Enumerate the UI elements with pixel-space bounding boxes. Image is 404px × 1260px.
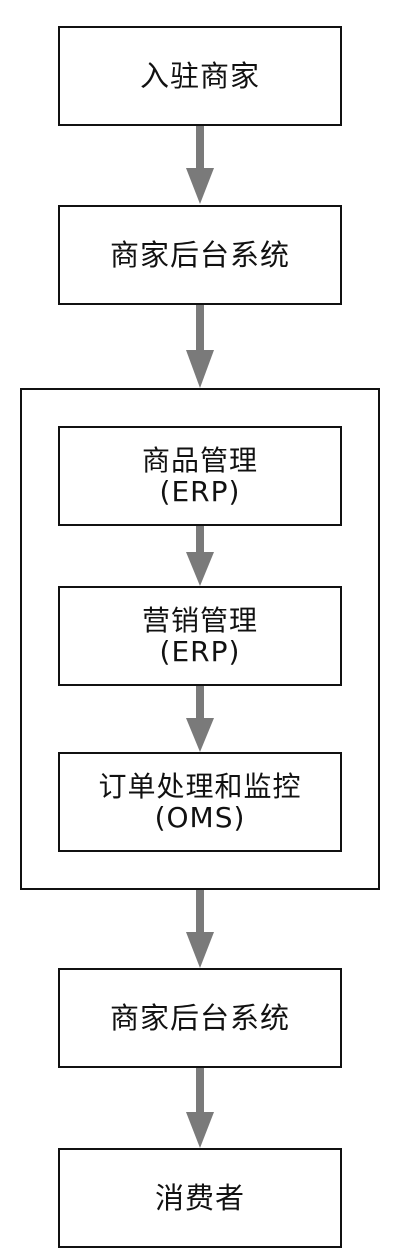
edge-arrow-backend-to-module-group [186,305,214,388]
edge-arrow-onboarding-to-backend [186,126,214,204]
edge-arrow-module-group-to-backend [186,890,214,968]
merchant-backend-bottom-label: 商家后台系统 [109,1000,290,1035]
order-processing-label: 订单处理和监控 [98,769,302,803]
marketing-management-sublabel: (ERP) [159,635,241,668]
backend-module-group [20,388,380,890]
order-processing-node: 订单处理和监控 (OMS) [58,752,342,852]
edge-arrow-product-to-marketing [186,526,214,586]
order-processing-sublabel: (OMS) [154,801,246,834]
product-management-sublabel: (ERP) [159,475,241,508]
edge-arrow-backend-to-consumer [186,1068,214,1148]
edge-arrow-marketing-to-order [186,686,214,752]
product-management-node: 商品管理 (ERP) [58,426,342,526]
product-management-label: 商品管理 [141,443,258,477]
merchant-backend-top-node: 商家后台系统 [58,205,342,305]
consumer-node: 消费者 [58,1148,342,1248]
merchant-onboarding-label: 入驻商家 [139,58,260,93]
merchant-backend-top-label: 商家后台系统 [109,237,290,272]
merchant-backend-bottom-node: 商家后台系统 [58,968,342,1068]
merchant-onboarding-node: 入驻商家 [58,26,342,126]
consumer-label: 消费者 [154,1180,245,1215]
marketing-management-node: 营销管理 (ERP) [58,586,342,686]
marketing-management-label: 营销管理 [141,603,258,637]
